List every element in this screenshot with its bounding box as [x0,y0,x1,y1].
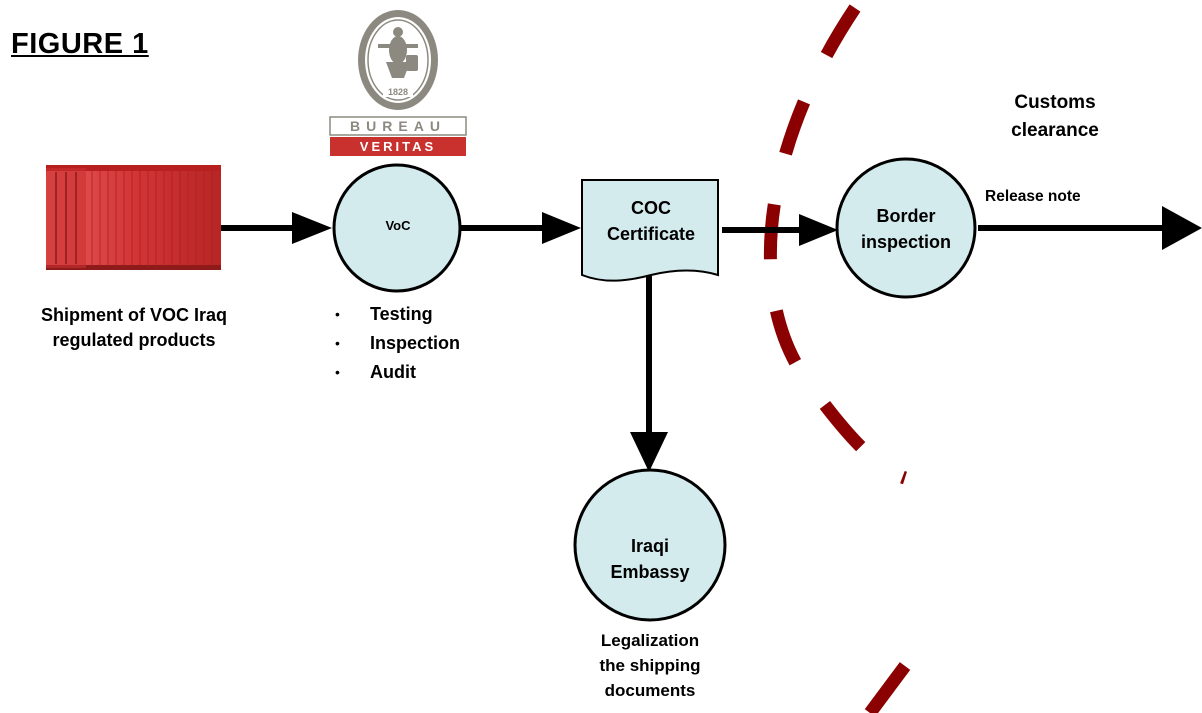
logo-word-bureau: BUREAU [350,118,446,134]
activity-item: • Audit [333,358,460,387]
coc-certificate-document [581,179,719,282]
voc-node-label: VoC [385,218,411,233]
connector-border-release [978,206,1202,250]
shipment-caption-line1: Shipment of VOC Iraq [40,305,227,325]
connector-coc-to-embassy [630,276,668,472]
border-inspection-circle [835,157,977,299]
activity-item: • Inspection [333,329,460,358]
voc-activities-list: • Testing • Inspection • Audit [333,300,460,387]
bullet-icon: • [335,306,340,322]
logo-year: 1828 [387,87,409,97]
iraqi-embassy-label: Iraqi Embassy [582,533,718,585]
embassy-line1: Iraqi [630,536,669,556]
coc-line2: Certificate [606,224,696,244]
shipment-caption: Shipment of VOC Iraq regulated products [0,303,268,353]
legalization-line2: the shipping [599,656,701,675]
figure-title: FIGURE 1 [11,28,149,60]
connector-container-to-voc [221,212,332,244]
shipping-container-icon [46,165,221,270]
boundary-dashed-arc [764,4,908,485]
connector-coc-to-border [722,214,838,246]
bullet-icon: • [335,364,340,380]
border-line1: Border [876,206,936,226]
legalization-line3: documents [604,681,696,700]
coc-line1: COC [631,198,671,218]
coc-certificate-label: COC Certificate [583,195,719,247]
legalization-caption: Legalization the shipping documents [585,628,715,703]
customs-line1: Customs [1014,92,1096,113]
voc-node-circle [332,163,462,293]
activity-label: Audit [370,362,416,382]
release-note-label: Release note [985,188,1081,205]
customs-line2: clearance [1011,120,1099,141]
logo-ring-text: BUREAU VERITAS [368,4,428,10]
connector-voc-to-coc [460,212,581,244]
bureau-veritas-logo [329,10,467,156]
legalization-line1: Legalization [600,631,700,650]
boundary-bottom-segment [864,662,911,713]
embassy-line2: Embassy [610,562,690,582]
logo-word-veritas: VERITAS [359,139,437,154]
bullet-icon: • [335,335,340,351]
activity-label: Inspection [370,333,461,353]
border-inspection-label: Border inspection [838,203,974,255]
activity-item: • Testing [333,300,460,329]
iraqi-embassy-circle [573,468,727,622]
customs-clearance-label: Customs clearance [1010,89,1100,145]
activity-label: Testing [370,304,433,324]
shipment-caption-line2: regulated products [52,330,216,350]
border-line2: inspection [860,232,951,252]
